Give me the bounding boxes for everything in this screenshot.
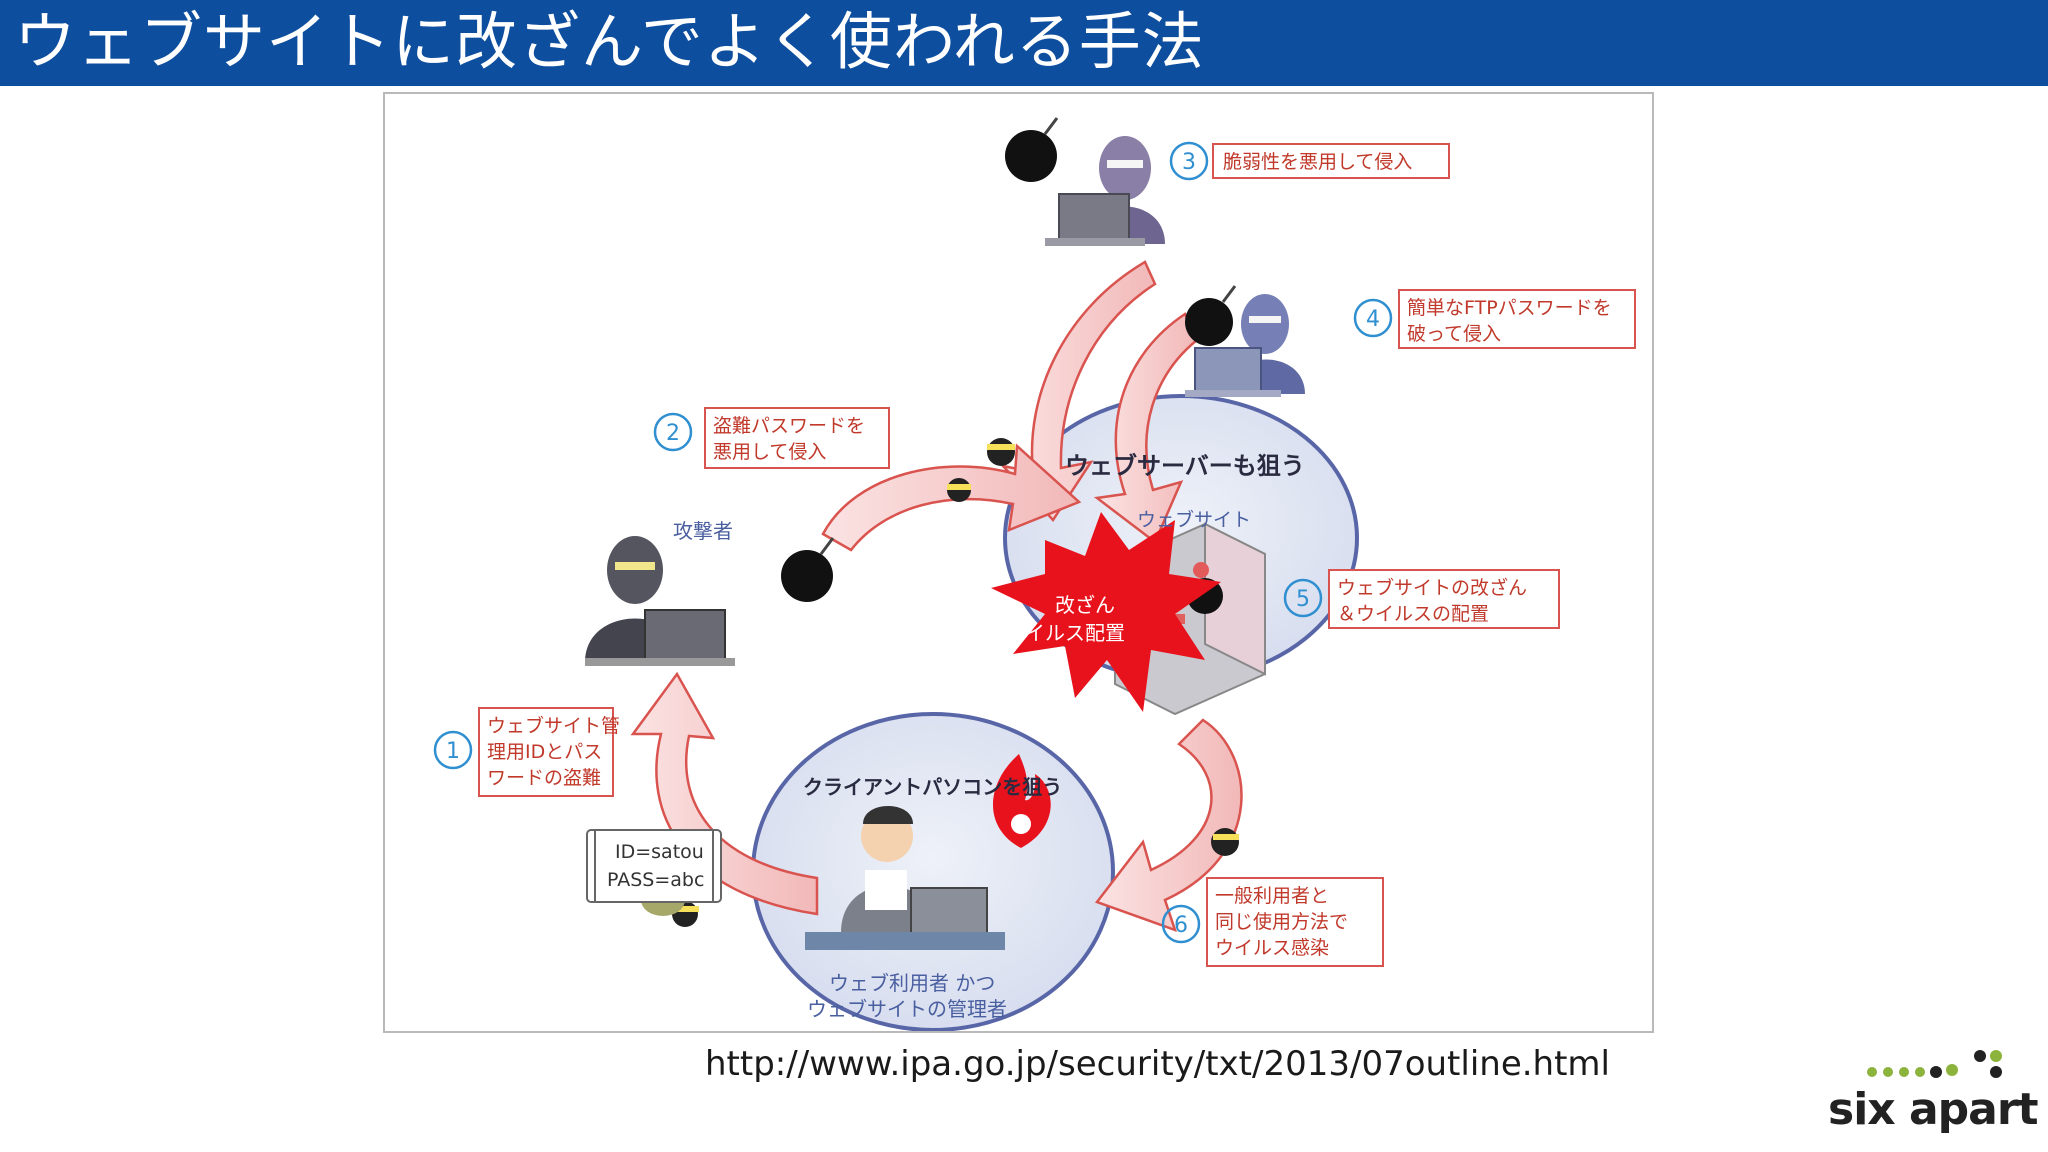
hooded-attacker-icon [1045, 136, 1165, 246]
step4-number: 4 [1366, 307, 1380, 332]
credentials-pass: PASS=abc [607, 869, 704, 891]
step4-label-line2: 破って侵入 [1407, 323, 1501, 345]
virus-burst-icon [991, 512, 1221, 712]
step5-number: 5 [1296, 587, 1310, 612]
hooded-attacker-icon [1185, 294, 1305, 397]
step6-number-circle [1161, 904, 1201, 944]
burst-label-line1: 改ざん [1055, 593, 1115, 617]
attack-diagram: 3 4 2 5 1 6 脆弱性を悪用して侵入 簡単なFTPパスワードを 破って侵… [383, 92, 1654, 1033]
attack-diagram-svg: 3 4 2 5 1 6 脆弱性を悪用して侵入 簡単なFTPパスワードを 破って侵… [433, 117, 1636, 1031]
arrow-step3 [999, 260, 1157, 523]
title-bar: ウェブサイトに改ざんでよく使われる手法 [0, 0, 2048, 86]
client-user-label-line1: ウェブ利用者 かつ [829, 971, 995, 995]
step4-box [1398, 289, 1636, 349]
step1-box [478, 707, 614, 797]
step2-label-line1: 盗難パスワードを [713, 415, 865, 437]
credentials-scroll [586, 829, 722, 903]
step3-number-circle [1169, 141, 1209, 181]
logo-text: six apart [1828, 1084, 2039, 1135]
step6-label-line3: ウイルス感染 [1215, 937, 1329, 959]
client-circle-label: クライアントパソコンを狙う [803, 775, 1062, 799]
step2-box [704, 407, 890, 469]
office-user-icon [805, 806, 1005, 950]
step1-label-line1: ウェブサイト管 [487, 714, 620, 737]
step5-number-circle [1283, 578, 1323, 618]
step4-label-line1: 簡単なFTPパスワードを [1407, 297, 1612, 319]
step6-label-line1: 一般利用者と [1215, 885, 1329, 907]
attacker-label: 攻撃者 [673, 519, 733, 543]
hooded-attacker-icon [585, 536, 735, 666]
step5-label-line2: ＆ウイルスの配置 [1337, 603, 1489, 625]
step1-number: 1 [446, 739, 460, 764]
step6-label-line2: 同じ使用方法で [1215, 911, 1348, 933]
step5-label-line1: ウェブサイトの改ざん [1337, 576, 1527, 599]
client-user-label-line2: ウェブサイトの管理者 [807, 997, 1007, 1021]
step1-label-line3: ワードの盗難 [487, 767, 601, 789]
slide-title: ウェブサイトに改ざんでよく使われる手法 [14, 5, 1205, 78]
step1-label-line2: 理用IDとパス [487, 741, 602, 763]
step1-number-circle [433, 730, 473, 770]
step6-number: 6 [1174, 913, 1188, 938]
credentials-id: ID=satou [615, 841, 704, 863]
step2-number: 2 [666, 421, 680, 446]
server-circle-label: ウェブサーバーも狙う [1065, 452, 1305, 480]
burst-label-line2: ウイルス配置 [1005, 621, 1125, 645]
malware-creature-icon [1211, 828, 1239, 856]
step3-number: 3 [1182, 150, 1196, 175]
step2-number-circle [653, 412, 693, 452]
website-label: ウェブサイト [1137, 508, 1251, 531]
six-apart-dots-icon [1867, 1050, 2002, 1078]
step6-box [1206, 877, 1384, 967]
step2-label-line2: 悪用して侵入 [713, 441, 826, 463]
six-apart-logo: six apart [1820, 1036, 2039, 1136]
step5-box [1328, 569, 1560, 629]
fire-icon [993, 754, 1051, 848]
step3-label-line1: 脆弱性を悪用して侵入 [1223, 151, 1412, 173]
source-url: http://www.ipa.go.jp/security/txt/2013/0… [705, 1044, 1611, 1084]
malware-creature-icon [947, 438, 1015, 502]
bomb-icon [1005, 117, 1059, 182]
bomb-icon [781, 537, 835, 602]
step4-number-circle [1353, 298, 1393, 338]
step3-box [1212, 143, 1450, 179]
bomb-icon [1185, 285, 1237, 346]
arrow-step6 [1094, 718, 1243, 933]
